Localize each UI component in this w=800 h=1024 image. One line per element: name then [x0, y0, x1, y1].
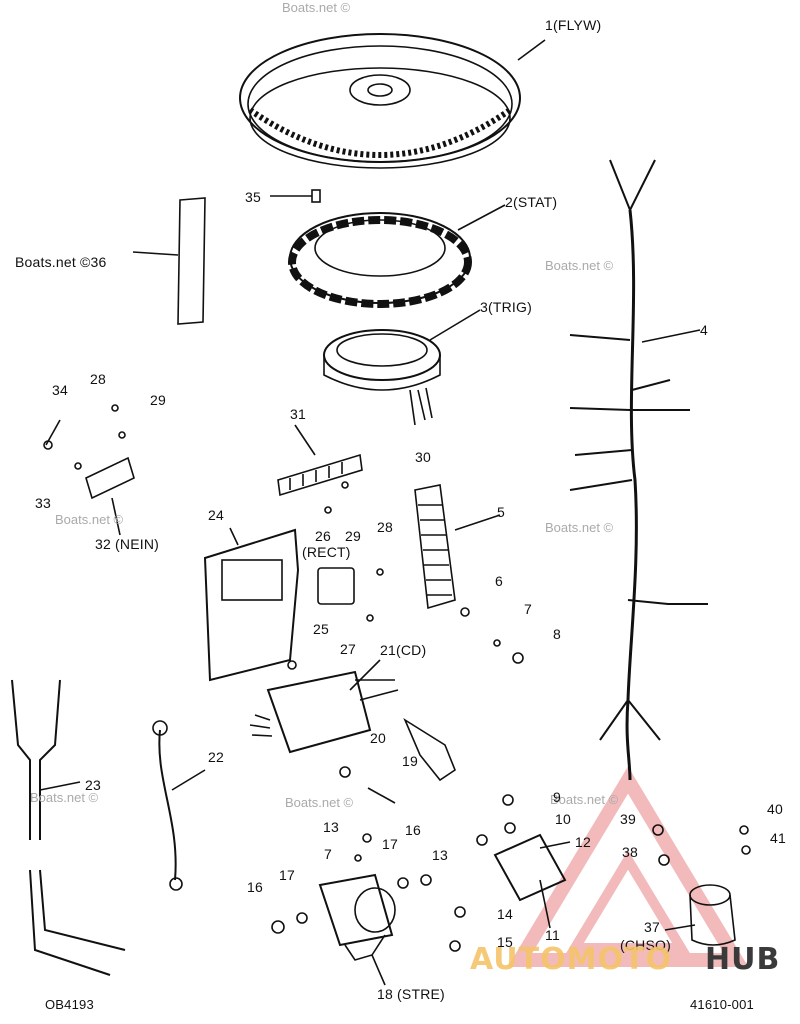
ground-strap [152, 720, 183, 891]
leader-2 [457, 204, 506, 231]
logo-triangle [507, 766, 749, 967]
callout-33: 33 [35, 495, 51, 511]
callout-20: 20 [370, 730, 386, 746]
callout-16b: 16 [247, 879, 263, 895]
callout-16a: 16 [405, 822, 421, 838]
callout-19: 19 [402, 753, 418, 769]
choke-solenoid [689, 884, 736, 946]
watermark: Boats.net © [282, 0, 351, 15]
callout-6: 6 [495, 573, 503, 589]
callout-23: 23 [85, 777, 101, 793]
rectifier [317, 567, 355, 605]
leader-3 [429, 309, 481, 341]
callout-37: 37 [644, 919, 660, 935]
callout-9: 9 [553, 789, 561, 805]
callout-7b: 7 [324, 846, 332, 862]
cable-23 [11, 679, 126, 976]
callout-11: 11 [545, 927, 560, 943]
callout-31: 31 [290, 406, 306, 422]
callout-27: 27 [340, 641, 356, 657]
callout-17b: 17 [279, 867, 295, 883]
callout-24: 24 [208, 507, 224, 523]
callout-34: 34 [52, 382, 68, 398]
callout-4: 4 [700, 322, 708, 338]
callout-29b: 29 [345, 528, 361, 544]
decal-36 [177, 197, 206, 325]
callout-22: 22 [208, 749, 224, 765]
callout-3: 3(TRIG) [480, 299, 532, 315]
callout-41: 41 [770, 830, 786, 846]
callout-35: 35 [245, 189, 261, 205]
callout-2: 2(STAT) [505, 194, 558, 210]
callout-30: 30 [415, 449, 431, 465]
leader-1 [517, 39, 546, 61]
callout-40: 40 [767, 801, 783, 817]
callout-36: Boats.net ©36 [15, 254, 107, 270]
terminal-block-5 [414, 484, 456, 610]
callout-12: 12 [575, 834, 591, 850]
logo-text-hub: HUB [705, 942, 781, 977]
callout-8: 8 [553, 626, 561, 642]
watermark: Boats.net © [545, 258, 614, 273]
callout-18: 18 (STRE) [377, 986, 445, 1002]
mounting-plate [203, 528, 300, 682]
callout-28b: 28 [377, 519, 393, 535]
callout-39: 39 [620, 811, 636, 827]
trigger [323, 329, 441, 426]
regulator [493, 833, 567, 902]
callout-7a: 7 [524, 601, 532, 617]
stator [288, 212, 472, 308]
fasteners [43, 404, 751, 952]
neutral-switch [85, 456, 135, 500]
callout-25: 25 [313, 621, 329, 637]
watermark: Boats.net © [55, 512, 124, 527]
callout-21: 21(CD) [380, 642, 427, 658]
callout-15: 15 [497, 934, 513, 950]
watermark: Boats.net © [550, 792, 619, 807]
wire-harness [569, 159, 708, 781]
callout-38: 38 [622, 844, 638, 860]
watermark: Boats.net © [285, 795, 354, 810]
callout-10: 10 [555, 811, 571, 827]
callout-13b: 13 [432, 847, 448, 863]
callout-13a: 13 [323, 819, 339, 835]
callout-17a: 17 [382, 836, 398, 852]
drawing-code-right: 41610-001 [690, 997, 754, 1012]
drawing-code-left: OB4193 [45, 997, 94, 1012]
flywheel [239, 33, 521, 169]
callout-29a: 29 [150, 392, 166, 408]
callout-5: 5 [497, 504, 505, 520]
leader-4 [641, 329, 701, 343]
callout-32: 32 (NEIN) [95, 536, 160, 552]
screw-35 [270, 189, 321, 203]
callout-37-chso: (CHSO) [620, 937, 671, 953]
logo-text-automoto: AUTOMOTO [470, 942, 672, 977]
callout-1: 1(FLYW) [545, 17, 602, 33]
callout-14: 14 [497, 906, 513, 922]
callout-26-rect: (RECT) [302, 544, 351, 560]
coil-lead [403, 717, 456, 782]
terminal-strip-31 [277, 453, 363, 497]
watermark: Boats.net © [545, 520, 614, 535]
callout-26: 26 [315, 528, 331, 544]
cd-module [249, 670, 399, 754]
callout-28a: 28 [90, 371, 106, 387]
starter-solenoid [318, 873, 396, 961]
watermark: Boats.net © [30, 790, 99, 805]
